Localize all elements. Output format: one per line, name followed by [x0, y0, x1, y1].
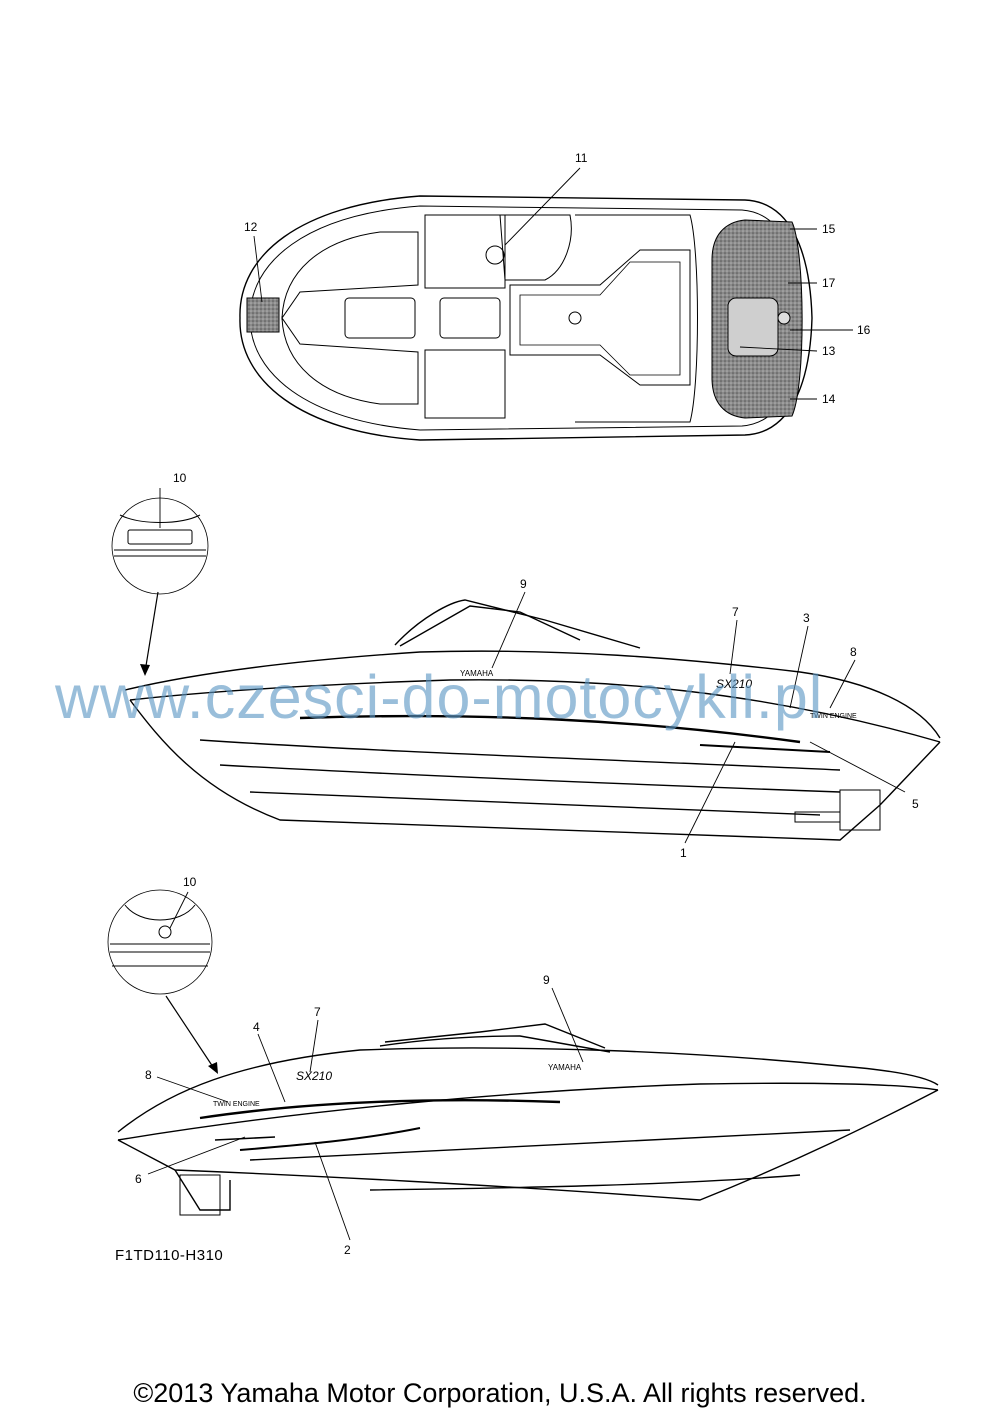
callout-12: 12 — [244, 220, 258, 234]
callout-7-a: 7 — [732, 605, 739, 619]
callout-8-b: 8 — [145, 1068, 152, 1082]
callout-10-b: 10 — [183, 875, 197, 889]
callout-10-a: 10 — [173, 471, 187, 485]
callout-2: 2 — [344, 1243, 351, 1257]
callout-1: 1 — [680, 846, 687, 860]
callout-9-b: 9 — [543, 973, 550, 987]
side-view-a-leaders — [491, 591, 906, 844]
boat-side-view-b — [117, 1023, 939, 1216]
callout-9-a: 9 — [520, 577, 527, 591]
top-view-callouts — [253, 167, 853, 400]
model-decal-b: SX210 — [296, 1069, 332, 1083]
side-view-b-leaders — [147, 987, 584, 1241]
boat-side-view-a — [124, 599, 941, 841]
callout-8-a: 8 — [850, 645, 857, 659]
copyright-footer: ©2013 Yamaha Motor Corporation, U.S.A. A… — [133, 1378, 867, 1408]
callout-16: 16 — [857, 323, 871, 337]
callout-7-b: 7 — [314, 1005, 321, 1019]
brand-decal-b: YAMAHA — [548, 1063, 582, 1072]
callout-13: 13 — [822, 344, 836, 358]
engine-decal-b: TWIN ENGINE — [213, 1101, 260, 1108]
callout-5: 5 — [912, 797, 919, 811]
callout-17: 17 — [822, 276, 836, 290]
drawing-code: F1TD110-H310 — [115, 1247, 224, 1264]
engine-decal-a: TWIN ENGINE — [810, 713, 857, 720]
callout-4: 4 — [253, 1020, 260, 1034]
callout-11: 11 — [575, 151, 588, 165]
boat-top-view — [239, 195, 813, 441]
callout-14: 14 — [822, 392, 836, 406]
callout-6: 6 — [135, 1172, 142, 1186]
callout-15: 15 — [822, 222, 836, 236]
brand-decal-a: YAMAHA — [460, 669, 494, 678]
callout-3: 3 — [803, 611, 810, 625]
model-decal-a: SX210 — [716, 677, 752, 691]
detail-stern-view-b — [107, 889, 213, 995]
